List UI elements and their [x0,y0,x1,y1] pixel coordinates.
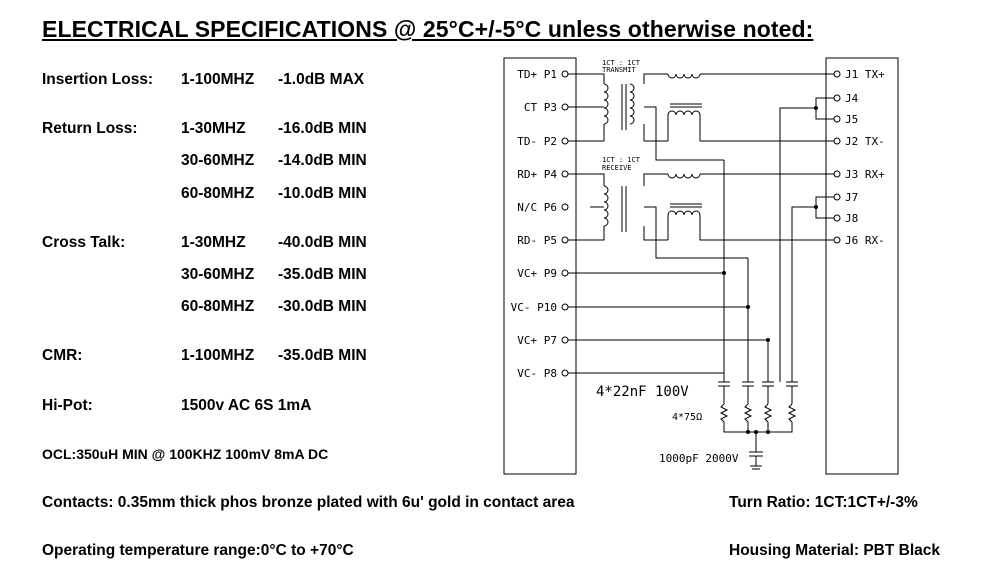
return-loss-range: 60-80MHZ [181,185,255,202]
housing-material-spec: Housing Material: PBT Black [729,542,941,559]
pin-label: J1 TX+ [845,68,885,81]
return-loss-value: -14.0dB MIN [278,152,367,169]
return-loss-range: 1-30MHZ [181,120,246,137]
pin-label: J7 [845,191,858,204]
cross-talk-range: 60-80MHZ [181,298,255,315]
cmr-label: CMR: [42,347,83,364]
pin-label: J3 RX+ [845,168,885,181]
capacitor-label: 4*22nF 100V [596,384,689,400]
pin-label: RD+ P4 [517,168,557,181]
pin-label: VC- P8 [517,367,557,380]
pin-label: J2 TX- [845,135,885,148]
operating-temp-spec: Operating temperature range:0°C to +70°C [42,542,354,559]
pin-terminal [833,236,841,244]
pin-label: VC- P10 [511,301,557,314]
hipot-label: Hi-Pot: [42,397,93,414]
transmit-ratio-label: 1CT : 1CT [602,59,641,67]
hipot-value: 1500v AC 6S 1mA [181,397,312,414]
junction-dot [754,430,758,434]
pin-label: VC+ P7 [517,334,557,347]
pin-label: J8 [845,212,858,225]
return-loss-value: -10.0dB MIN [278,185,367,202]
pin-label: TD- P2 [517,135,557,148]
junction-dot [746,430,750,434]
hv-capacitor-label: 1000pF 2000V [659,452,739,465]
receive-ratio-label: 1CT : 1CT [602,156,641,164]
pin-terminal [561,236,569,244]
junction-dot [814,106,818,110]
pin-terminal [561,336,569,344]
return-loss-range: 30-60MHZ [181,152,255,169]
transmit-label: TRANSMIT [602,66,637,74]
pin-terminal [561,103,569,111]
pin-terminal [833,170,841,178]
turn-ratio-spec: Turn Ratio: 1CT:1CT+/-3% [729,494,918,511]
ocl-spec: OCL:350uH MIN @ 100KHZ 100mV 8mA DC [42,446,329,462]
hipot-spec: Hi-Pot: 1500v AC 6S 1mA [0,397,500,417]
pin-terminal [561,170,569,178]
receive-label: RECEIVE [602,164,632,172]
pin-terminal [561,70,569,78]
pin-terminal [561,303,569,311]
pin-terminal [833,137,841,145]
pin-label: J4 [845,92,859,105]
junction-dot [766,338,770,342]
cmr-value: -35.0dB MIN [278,347,367,364]
pin-label: RD- P5 [517,234,557,247]
pin-label: CT P3 [524,101,557,114]
pin-terminal [561,203,569,211]
pin-terminal [833,94,841,102]
pin-label: J5 [845,113,858,126]
pin-terminal [833,70,841,78]
insertion-loss-range: 1-100MHZ [181,71,255,88]
junction-dot [814,205,818,209]
cross-talk-value: -35.0dB MIN [278,266,367,283]
pin-terminal [561,369,569,377]
cross-talk-value: -40.0dB MIN [278,234,367,251]
pin-terminal [561,269,569,277]
pin-terminal [833,115,841,123]
cmr-range: 1-100MHZ [181,347,255,364]
pin-terminal [833,193,841,201]
left-connector-body [503,57,577,475]
cross-talk-label: Cross Talk: [42,234,126,251]
insertion-loss-spec: Insertion Loss: 1-100MHZ -1.0dB MAX [0,71,500,91]
cross-talk-range: 1-30MHZ [181,234,246,251]
page-title: ELECTRICAL SPECIFICATIONS @ 25°C+/-5°C u… [42,16,814,42]
cmr-spec: CMR: 1-100MHZ -35.0dB MIN [0,347,500,367]
pin-terminal [561,137,569,145]
junction-dot [722,271,726,275]
schematic-wiring [568,73,834,470]
contacts-spec: Contacts: 0.35mm thick phos bronze plate… [42,494,575,511]
pin-label: TD+ P1 [517,68,557,81]
cross-talk-range: 30-60MHZ [181,266,255,283]
resistor-label: 4*75Ω [672,412,702,423]
return-loss-label: Return Loss: [42,120,138,137]
cross-talk-value: -30.0dB MIN [278,298,367,315]
pin-label: J6 RX- [845,234,885,247]
junction-dot [746,305,750,309]
right-connector-body [825,57,899,475]
return-loss-value: -16.0dB MIN [278,120,367,137]
pin-terminal [833,214,841,222]
insertion-loss-label: Insertion Loss: [42,71,154,88]
return-loss-spec: Return Loss: 1-30MHZ -16.0dB MIN 30-60MH… [0,120,500,210]
junction-dot [766,430,770,434]
pin-label: N/C P6 [517,201,557,214]
insertion-loss-value: -1.0dB MAX [278,71,365,88]
pin-label: VC+ P9 [517,267,557,280]
cross-talk-spec: Cross Talk: 1-30MHZ -40.0dB MIN 30-60MHZ… [0,234,500,324]
